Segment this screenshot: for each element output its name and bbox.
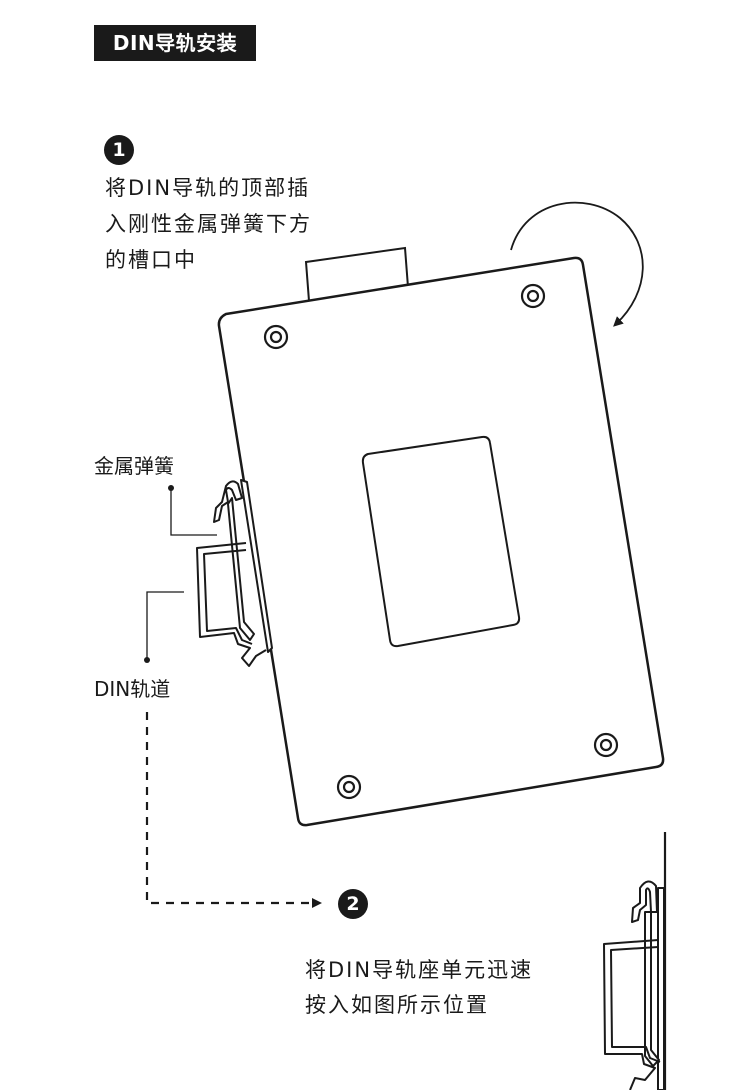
din-rail-profile xyxy=(196,542,267,667)
step-1-line-2: 入刚性金属弹簧下方 xyxy=(105,212,312,236)
step-1-line-3: 的槽口中 xyxy=(105,248,197,272)
rail-label: DIN轨道 xyxy=(94,677,171,701)
screw-icon xyxy=(520,283,546,309)
step-1-number-badge: 1 xyxy=(104,135,134,165)
screw-icon xyxy=(593,732,619,758)
dashed-arrow xyxy=(145,712,322,908)
spring-label: 金属弹簧 xyxy=(94,454,174,478)
spring-leader-line xyxy=(168,485,217,536)
step-2-number-badge: 2 xyxy=(338,889,368,919)
section-title: DIN导轨安装 xyxy=(94,25,256,61)
screw-icon xyxy=(336,774,362,800)
step-2-line-1: 将DIN导轨座单元迅速 xyxy=(305,958,534,982)
installed-spring-clip xyxy=(631,880,665,1090)
step-2-line-2: 按入如图所示位置 xyxy=(305,993,489,1017)
screw-icon xyxy=(263,324,289,350)
metal-spring-clip xyxy=(213,479,273,653)
device-label-window xyxy=(361,435,521,648)
rail-leader-line xyxy=(144,591,184,663)
step-1-line-1: 将DIN导轨的顶部插 xyxy=(105,176,311,200)
rotate-arrow-icon xyxy=(510,201,644,327)
installed-din-rail xyxy=(603,939,661,1090)
